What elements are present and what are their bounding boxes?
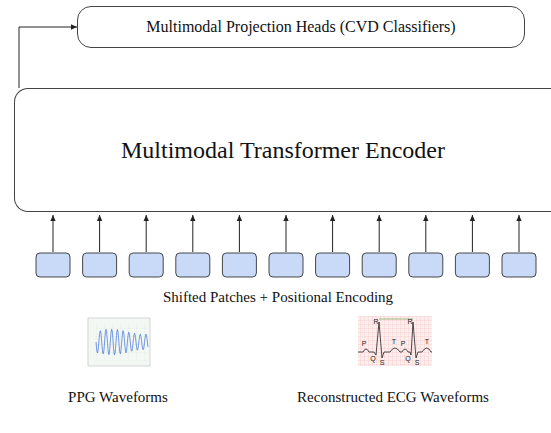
patch <box>269 253 303 277</box>
patch <box>83 253 117 277</box>
ecg-wave-letter: Q <box>370 355 375 362</box>
caption-label: Reconstructed ECG Waveforms <box>297 389 489 406</box>
ecg-wave-letter: T <box>425 338 429 345</box>
patch <box>129 253 163 277</box>
ecg-wave-letter: R <box>407 318 412 325</box>
node-title: Multimodal Projection Heads (CVD Classif… <box>146 18 455 36</box>
patch <box>176 253 210 277</box>
patch <box>222 253 256 277</box>
patch-arrow <box>332 215 333 252</box>
encoder-box: Multimodal Transformer Encoder <box>14 88 551 212</box>
patch <box>362 253 396 277</box>
patch-arrow <box>146 215 147 252</box>
patch-row <box>36 215 536 277</box>
patch-arrow <box>425 215 426 252</box>
ecg-wave-letter: S <box>380 359 385 366</box>
ecg-wave-letter: R <box>373 318 378 325</box>
ecg-plot <box>358 316 432 366</box>
patch <box>502 253 536 277</box>
ecg-wave-letter: S <box>415 359 420 366</box>
ecg-wave-letter: P <box>362 340 367 347</box>
patch <box>36 253 70 277</box>
ecg-wave-letter: P <box>401 340 406 347</box>
ecg-wave-letter: Q <box>405 355 410 362</box>
patch-arrow <box>379 215 380 252</box>
patch-arrow <box>53 215 54 252</box>
patch <box>316 253 350 277</box>
node-title: Multimodal Transformer Encoder <box>121 137 445 164</box>
patch-arrow <box>519 215 520 252</box>
patch-arrow <box>472 215 473 252</box>
patch-arrow <box>239 215 240 252</box>
flow-arrow <box>19 27 77 88</box>
classifier-box: Multimodal Projection Heads (CVD Classif… <box>77 6 525 48</box>
ecg-wave-letter: T <box>392 338 396 345</box>
caption-label: PPG Waveforms <box>68 389 168 406</box>
caption-label: Shifted Patches + Positional Encoding <box>163 289 393 306</box>
patch <box>455 253 489 277</box>
patch-arrow <box>192 215 193 252</box>
ppg-plot <box>88 318 150 366</box>
patch <box>409 253 443 277</box>
patch-arrow <box>286 215 287 252</box>
patch-arrow <box>99 215 100 252</box>
